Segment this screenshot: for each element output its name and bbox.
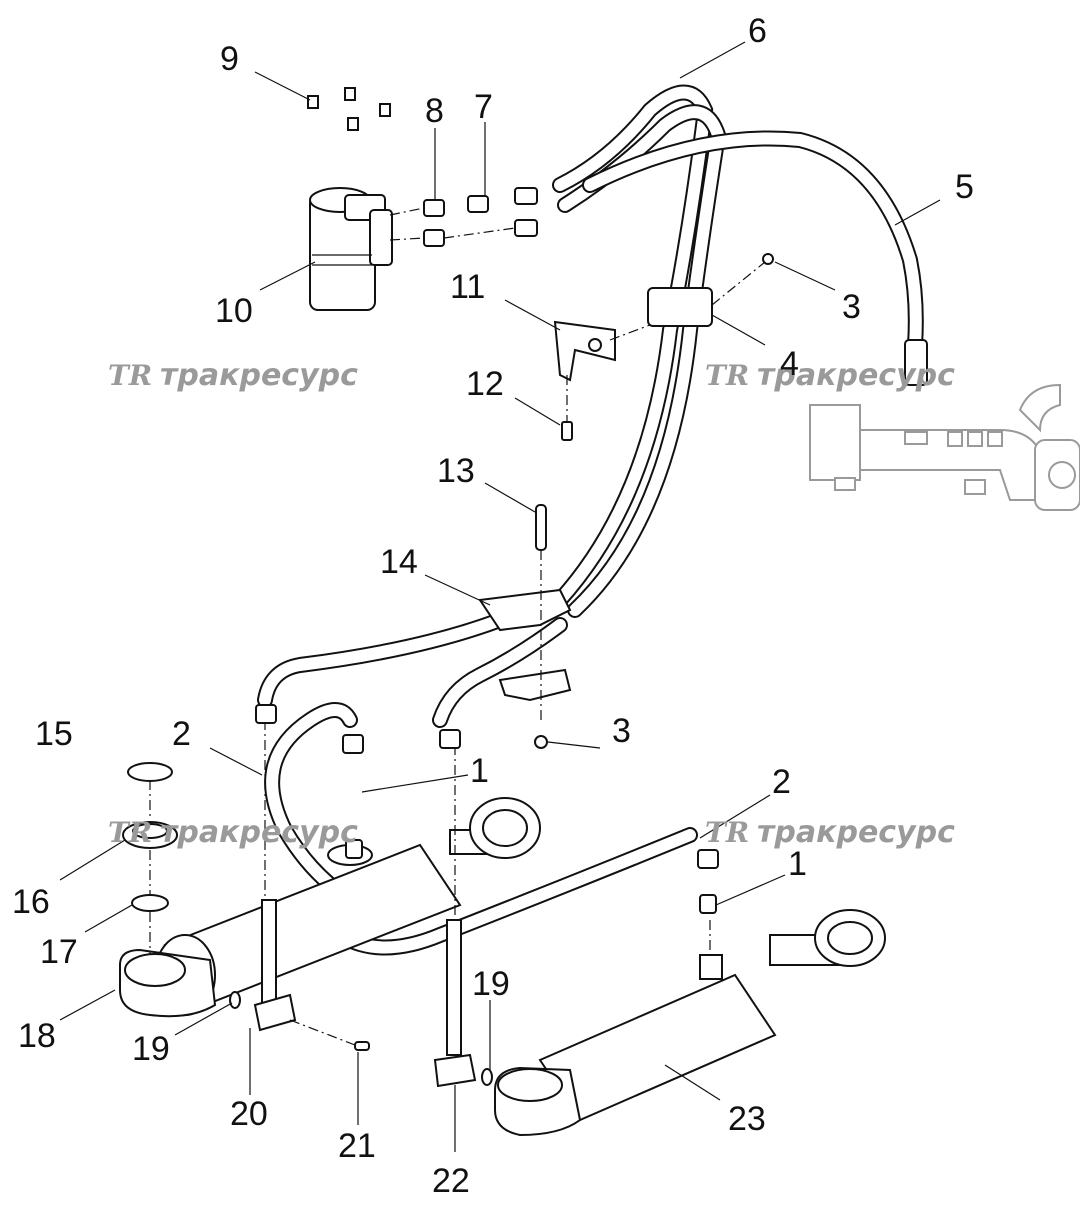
front-axle-context — [809, 383, 1080, 511]
cylinder-right-23 — [494, 909, 886, 1137]
callout-12: 12 — [466, 365, 504, 403]
tube-blocks-20-22 — [229, 720, 711, 1088]
callout-3-lower: 3 — [612, 712, 631, 750]
clamp-14 — [478, 504, 572, 749]
callout-13: 13 — [437, 452, 475, 490]
watermark-text: тракресурс — [757, 358, 955, 393]
callout-20: 20 — [230, 1095, 268, 1133]
watermark-mid-right: TR тракресурс — [705, 815, 955, 850]
leader-lines — [59, 41, 941, 1152]
callout-9: 9 — [220, 40, 239, 78]
watermark-logo: TR — [108, 359, 152, 392]
cylinder-left — [119, 797, 541, 1018]
callout-5: 5 — [955, 168, 974, 206]
callout-10: 10 — [215, 292, 253, 330]
fittings-1 — [255, 704, 719, 914]
watermark-top-right: TR тракресурс — [705, 358, 955, 393]
watermark-text: тракресурс — [757, 815, 955, 850]
watermark-logo: TR — [705, 359, 749, 392]
callout-7: 7 — [474, 88, 493, 126]
callout-1: 1 — [470, 752, 489, 790]
callout-15: 15 — [35, 715, 73, 753]
callout-labels: 1 1 2 2 3 3 4 5 6 7 8 9 10 11 12 13 14 1… — [12, 12, 974, 1200]
watermark-mid-left: TR тракресурс — [108, 815, 358, 850]
fittings-7-8 — [389, 187, 538, 247]
callout-14: 14 — [380, 543, 418, 581]
callout-6: 6 — [748, 12, 767, 50]
bolts-9 — [307, 87, 391, 131]
callout-2: 2 — [172, 715, 191, 753]
hose-5 — [582, 130, 928, 386]
callout-21: 21 — [338, 1127, 376, 1165]
callout-3: 3 — [842, 288, 861, 326]
callout-22: 22 — [432, 1162, 470, 1200]
clamp-4-bracket-11 — [553, 253, 774, 441]
callout-1-right: 1 — [788, 845, 807, 883]
watermark-top-left: TR тракресурс — [108, 358, 358, 393]
callout-11: 11 — [450, 268, 485, 306]
watermark-text: тракресурс — [160, 815, 358, 850]
callout-8: 8 — [425, 92, 444, 130]
hose-6-upper-pair — [552, 84, 727, 618]
watermark-text: тракресурс — [160, 358, 358, 393]
callout-2-right: 2 — [772, 763, 791, 801]
watermark-logo: TR — [705, 816, 749, 849]
callout-16: 16 — [12, 883, 50, 921]
seals-15-16-17 — [122, 762, 178, 955]
callout-17: 17 — [40, 933, 78, 971]
watermark-logo: TR — [108, 816, 152, 849]
callout-19-right: 19 — [472, 965, 510, 1003]
steering-unit-10 — [309, 187, 393, 311]
callout-23: 23 — [728, 1100, 766, 1138]
callout-18: 18 — [18, 1017, 56, 1055]
callout-19: 19 — [132, 1030, 170, 1068]
hose-2-left — [257, 604, 568, 728]
callout-4: 4 — [780, 345, 799, 383]
